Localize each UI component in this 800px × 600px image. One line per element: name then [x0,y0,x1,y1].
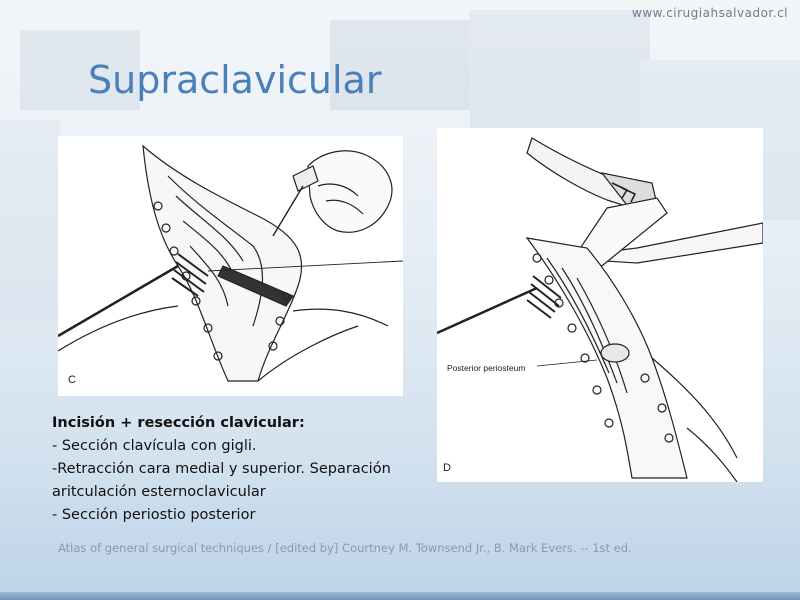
illustration-panel-c: C [58,136,403,396]
body-line-2: -Retracción cara medial y superior. Sepa… [52,461,391,477]
website-watermark: www.cirugiahsalvador.cl [632,6,788,20]
body-line-3: aritculación esternoclavicular [52,484,266,500]
body-text-block: Incisión + resección clavicular: - Secci… [52,412,442,527]
bottom-band [0,592,800,600]
figure-letter-d: D [443,462,451,474]
body-line-4: - Sección periostio posterior [52,507,256,523]
illustration-panel-d: Posterior periosteum D [437,128,763,482]
body-line-1: - Sección clavícula con gigli. [52,438,257,454]
body-heading: Incisión + resección clavicular: [52,415,305,431]
citation-text: Atlas of general surgical techniques / [… [58,541,632,555]
surgical-illustration-c [58,144,403,382]
figure-letter-c: C [68,374,76,386]
surgical-illustration-d [437,137,763,482]
slide-title: Supraclavicular [88,58,382,102]
label-posterior-periosteum: Posterior periosteum [447,363,526,373]
